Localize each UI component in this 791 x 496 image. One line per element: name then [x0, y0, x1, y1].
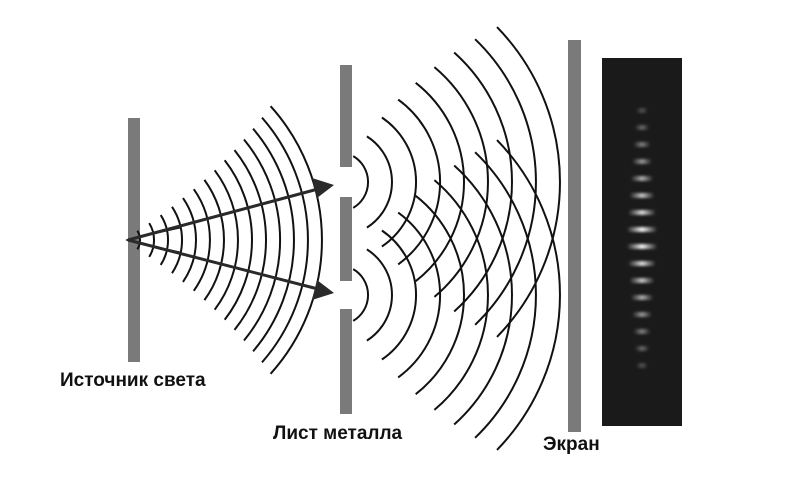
slit-wavefront [453, 164, 513, 426]
metal-sheet [340, 65, 352, 414]
bright-fringe [632, 312, 652, 317]
slit-wavefront [453, 51, 513, 313]
arrow-to-lower-slit [127, 238, 334, 300]
metal-sheet-middle-segment [340, 197, 352, 281]
source-wavefront [223, 159, 253, 321]
source-wavefront [243, 138, 281, 342]
bright-fringe [634, 125, 650, 130]
arrow-to-upper-slit [127, 178, 334, 242]
bright-fringe [636, 363, 648, 368]
metal-sheet-top-segment [340, 65, 352, 167]
metal-sheet-label: Лист металла [273, 423, 403, 444]
slit-wavefront [433, 66, 489, 298]
bright-fringe [626, 227, 658, 232]
bright-fringe [629, 193, 655, 198]
bright-fringe [633, 142, 651, 147]
bright-fringe [633, 329, 651, 334]
source-wavefront [269, 105, 323, 375]
screen-label: Экран [543, 434, 600, 455]
interference-pattern [602, 58, 682, 426]
slit-wavefront [415, 195, 465, 395]
slit-wavefront [415, 82, 465, 282]
slit-wavefront [352, 155, 370, 209]
source-wavefront [182, 197, 197, 283]
bright-fringe [628, 261, 656, 266]
source-wavefront [233, 149, 268, 331]
bright-fringe [630, 176, 654, 181]
slit-wavefront [352, 268, 370, 322]
bright-fringe [626, 244, 658, 249]
slit-wavefront [397, 98, 441, 266]
source-wavefront [171, 206, 183, 274]
slit-wavefront [397, 211, 441, 379]
light-source-label: Источник света [60, 370, 206, 391]
metal-sheet-bottom-segment [340, 309, 352, 414]
slit-wavefront [496, 26, 561, 338]
source-wavefront [203, 179, 225, 301]
slit-wavefront [381, 116, 417, 248]
bright-fringe [636, 108, 648, 113]
source-wavefront [252, 128, 295, 352]
slit-wavefront [474, 151, 537, 439]
slit-wavefront [433, 179, 489, 411]
source-wavefront [148, 222, 156, 258]
source-wavefront [261, 116, 309, 364]
screen-barrier [568, 40, 581, 432]
diffracted-wavefronts [352, 26, 561, 451]
slit-wavefront [381, 229, 417, 361]
slit-wavefront [366, 135, 393, 229]
bright-fringe [630, 295, 654, 300]
slit-wavefront [496, 139, 561, 451]
source-wavefront [136, 230, 141, 250]
source-wavefront [213, 169, 239, 311]
bright-fringe [634, 346, 650, 351]
source-wavefront [192, 188, 211, 292]
bright-fringe [628, 210, 656, 215]
slit-wavefront [366, 248, 393, 342]
slit-wavefront [474, 38, 537, 326]
bright-fringe [632, 159, 652, 164]
bright-fringe [629, 278, 655, 283]
source-wavefront [159, 214, 170, 266]
source-wavefronts [136, 105, 323, 375]
pattern-background [602, 58, 682, 426]
